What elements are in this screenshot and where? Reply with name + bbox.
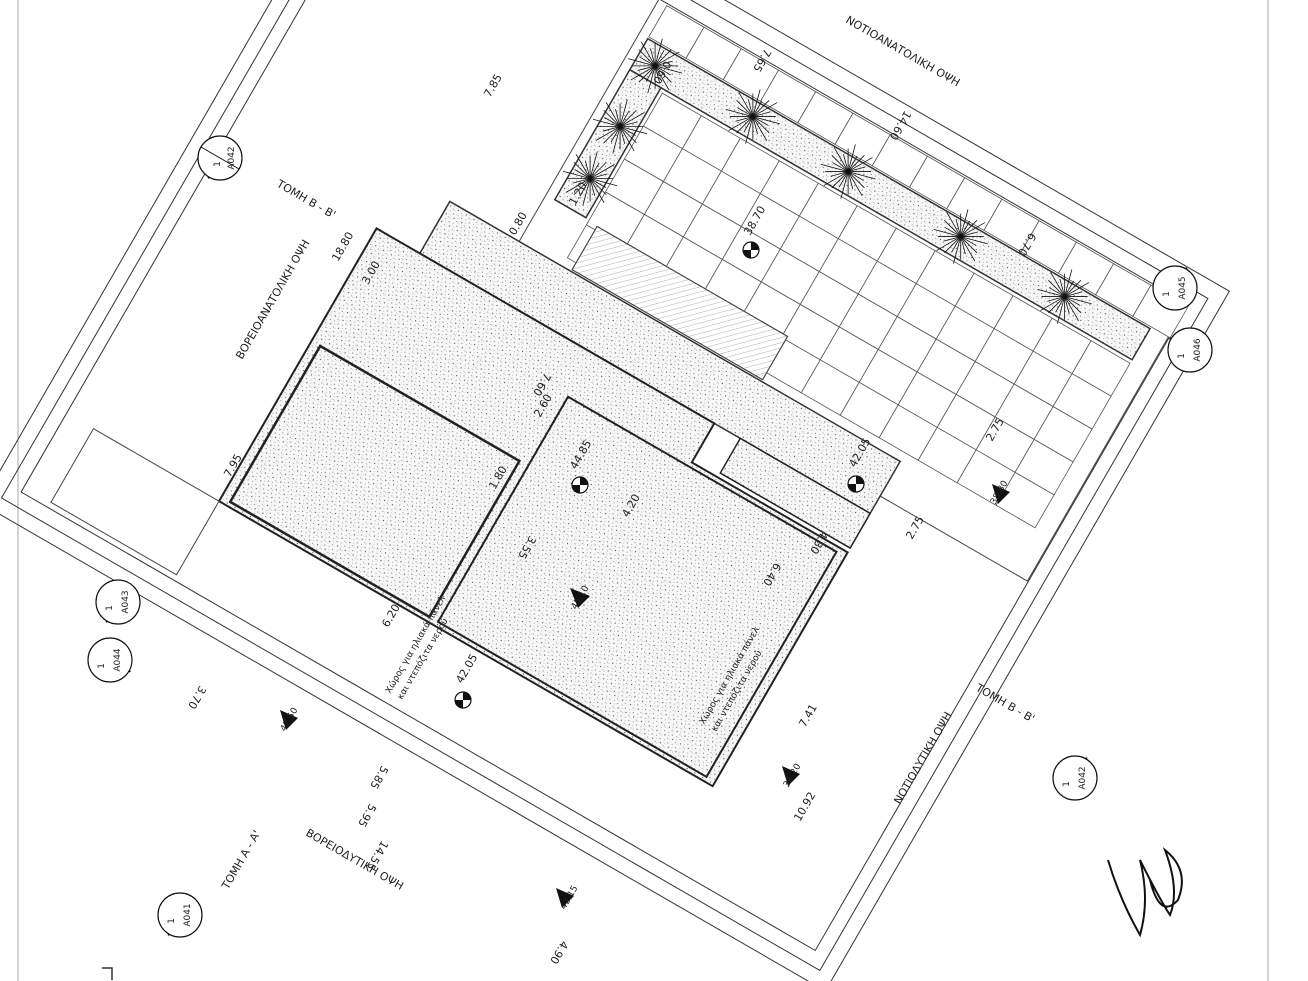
plant-icon — [820, 144, 876, 199]
level-42-05-left: 42.05 — [453, 652, 480, 709]
section-marker-a046: 1 A046 — [1167, 327, 1213, 373]
plant-icon — [627, 38, 683, 94]
section-marker-a043: 1 A043 — [95, 579, 141, 625]
section-marker-a042-top: 1 A042 — [197, 135, 243, 181]
corner-mark — [102, 967, 113, 980]
gravel-roof-inner-left — [228, 344, 522, 619]
svg-text:A044: A044 — [113, 648, 123, 672]
dim-18-80: 18.80 — [329, 230, 356, 264]
elevation-southeast: ΝΟΤΙΟΑΝΑΤΟΛΙΚΗ ΟΨΗ — [844, 13, 963, 89]
tile-grid — [566, 5, 1189, 529]
svg-text:1: 1 — [167, 918, 177, 924]
dim-10-92: 10.92 — [791, 790, 818, 824]
section-bb-top: ΤΟΜΗ Β - Β' — [274, 177, 338, 222]
dim-14-60: 14.60 — [887, 109, 914, 143]
plant-icon — [1037, 269, 1092, 324]
svg-text:A041: A041 — [183, 903, 193, 926]
plant-icon — [933, 209, 988, 264]
level-39-20: 39.20 — [782, 762, 804, 790]
section-marker-a041: 1 A041 — [157, 892, 203, 938]
svg-text:1: 1 — [97, 663, 107, 669]
plant-icon — [562, 151, 618, 206]
dim-7-85: 7.85 — [481, 72, 505, 100]
svg-text:1: 1 — [213, 161, 223, 167]
signature — [1107, 846, 1183, 938]
svg-text:1: 1 — [1062, 781, 1072, 787]
svg-text:42.05: 42.05 — [453, 652, 480, 686]
roof-tile — [995, 471, 1055, 529]
stair-strips — [571, 225, 789, 381]
dim-5-85: 5.85 — [367, 764, 391, 792]
plant-icon — [592, 99, 648, 154]
section-markers: 1 A042 1 A045 1 A046 1 A043 1 A044 — [87, 135, 1213, 938]
dim-4-90: 4.90 — [547, 939, 571, 967]
section-marker-a044: 1 A044 — [87, 637, 133, 683]
svg-text:A042: A042 — [1078, 766, 1088, 789]
svg-text:1: 1 — [1177, 353, 1187, 359]
svg-text:A042: A042 — [227, 146, 237, 169]
elevation-northeast: ΒΟΡΕΙΟΑΝΑΤΟΛΙΚΗ ΟΨΗ — [233, 237, 312, 361]
section-marker-a042-bottom: 1 A042 — [1052, 755, 1098, 801]
section-marker-a045: 1 A045 — [1152, 265, 1198, 311]
elevation-northwest: ΒΟΡΕΙΟΔΥΤΙΚΗ ΟΨΗ — [304, 826, 406, 892]
svg-text:1: 1 — [105, 605, 115, 611]
planter-strip-top — [628, 37, 1152, 361]
svg-text:1: 1 — [1162, 291, 1172, 297]
dim-5-95: 5.95 — [355, 802, 379, 830]
svg-text:A043: A043 — [121, 590, 131, 613]
plant-icon — [725, 89, 781, 144]
level-42-15: 42.15 — [556, 884, 580, 912]
svg-text:A045: A045 — [1178, 276, 1188, 299]
window-grid-bottom — [50, 428, 220, 576]
section-aa: ΤΟΜΗ Α - Α' — [219, 828, 264, 892]
level-42-50: 42.50 — [279, 706, 301, 734]
plant-symbols — [562, 38, 1092, 324]
dim-3-70: 3.70 — [185, 684, 209, 712]
svg-text:A046: A046 — [1193, 338, 1203, 362]
gravel-roof-right — [719, 437, 872, 550]
dim-7-41: 7.41 — [796, 702, 820, 730]
gravel-roof-inner-right — [436, 395, 838, 779]
svg-text:42.50: 42.50 — [279, 706, 301, 734]
rotated-plan — [0, 0, 1231, 981]
